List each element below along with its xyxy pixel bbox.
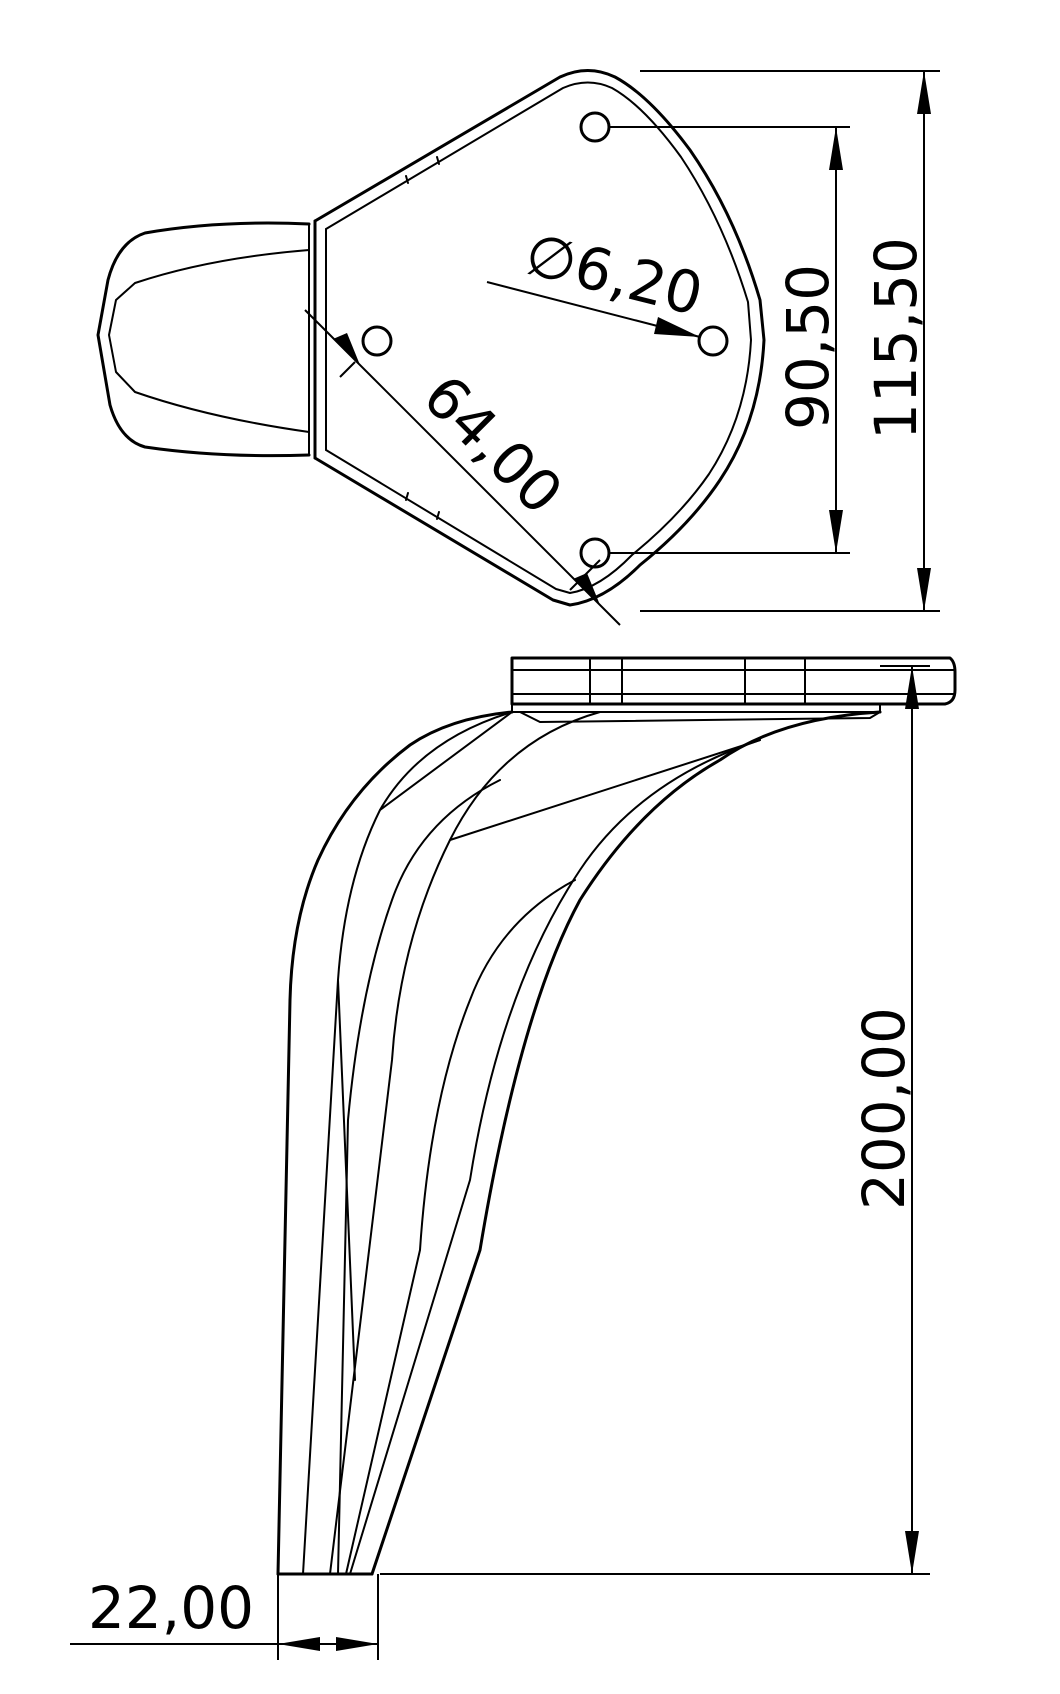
arrowhead [333, 333, 360, 365]
arrowhead [917, 568, 931, 611]
diameter-dimension-text: ∅6,20 [519, 220, 710, 329]
side-view: 200,00 22,00 [70, 656, 957, 1660]
hole-spacing-dimension-text: 90,50 [774, 264, 842, 430]
leg-contour [379, 711, 761, 841]
mounting-hole [697, 325, 729, 357]
mounting-hole [361, 325, 393, 357]
arrowhead [278, 1637, 320, 1651]
plate-height-dimension-text: 115,50 [862, 237, 930, 440]
arrowhead [917, 71, 931, 114]
leg-height-dimension-text: 200,00 [850, 1007, 918, 1210]
arrowhead [336, 1637, 378, 1651]
edge-mark [436, 156, 440, 165]
edge-mark [405, 175, 409, 184]
edge-mark [405, 492, 409, 501]
extension-line [339, 361, 356, 378]
arrowhead [654, 317, 700, 337]
leg-contour [337, 979, 356, 1381]
leg-contour [337, 779, 501, 1575]
edge-mark [436, 511, 440, 520]
side-plate [510, 656, 957, 706]
plate-outline-inner [325, 81, 752, 594]
leg-outer-right [370, 710, 882, 1576]
arrowhead [829, 510, 843, 553]
leg-top-inner [108, 249, 310, 433]
diagonal-dimension-text: 64,00 [410, 362, 575, 527]
arrowhead [905, 1531, 919, 1574]
plate-underside [511, 703, 881, 723]
plate-outline-outer [313, 69, 766, 607]
diameter-value: 6,20 [568, 232, 710, 329]
leg-contour [345, 879, 576, 1575]
leg-contour [349, 739, 761, 1575]
arrowhead [905, 666, 919, 709]
mounting-hole [579, 537, 611, 569]
mounting-hole [579, 111, 611, 143]
extension-line [569, 559, 601, 591]
leg-contour [329, 711, 601, 1575]
foot-width-dimension-text: 22,00 [88, 1574, 254, 1642]
arrowhead [829, 127, 843, 170]
leg-top-outline [96, 221, 311, 458]
leg-outer-left [276, 710, 514, 1576]
leg-contour [302, 711, 513, 1575]
top-view: ∅6,20 64,00 90,50 115,50 [96, 69, 940, 626]
